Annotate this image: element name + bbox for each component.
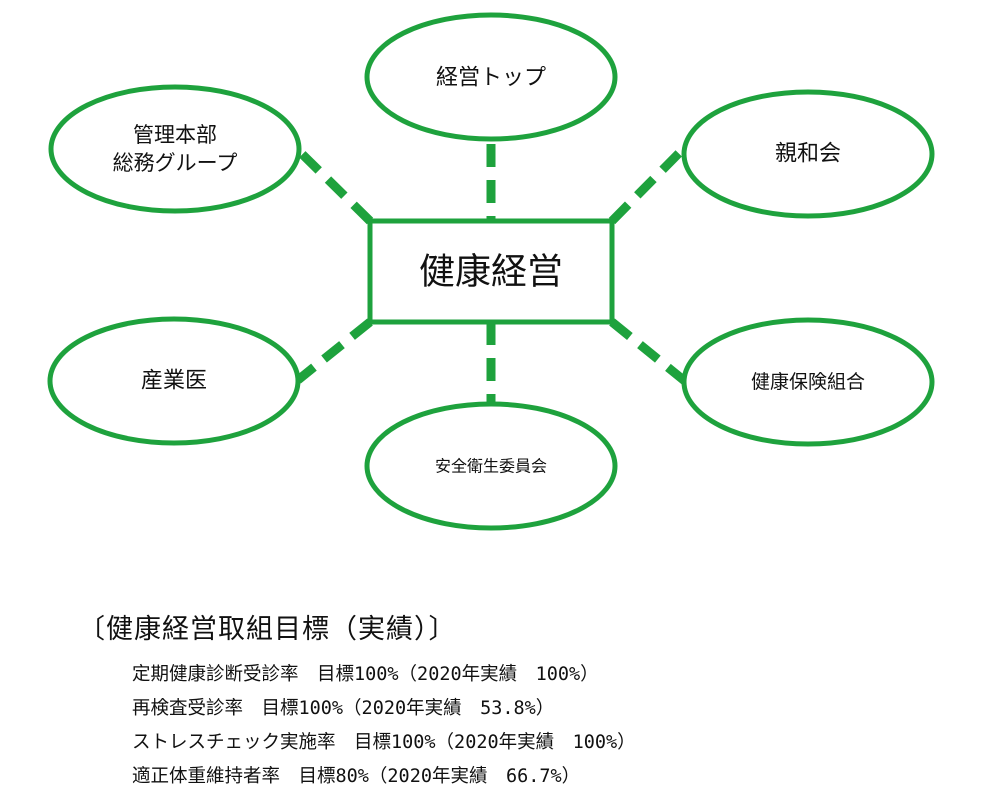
goal-item: 定期健康診断受診率 目標100%（2020年実績 100%） <box>132 664 599 685</box>
node-ellipse-top <box>364 12 618 142</box>
center-box <box>367 218 615 325</box>
node-label-topleft-line2: 総務グループ <box>113 151 238 175</box>
node-ellipse-topleft <box>48 84 302 214</box>
connector-bottomleft <box>295 318 373 384</box>
goals-title: 〔健康経営取組目標（実績）〕 <box>78 614 457 645</box>
health-management-diagram: 健康経営 経営トップ 親和会 健康保険組合 安全衛生委員会 産業医 管理本部 総… <box>47 12 935 531</box>
connector-topright <box>608 138 694 225</box>
node-ellipse-bottom <box>364 401 618 531</box>
node-label-bottom: 安全衛生委員会 <box>435 457 547 476</box>
center-label: 健康経営 <box>419 252 563 293</box>
node-ellipse-topright <box>681 89 935 219</box>
node-label-bottomright: 健康保険組合 <box>751 371 865 393</box>
node-label-topright: 親和会 <box>775 142 841 167</box>
connector-topleft <box>296 148 374 225</box>
goals-section: 〔健康経営取組目標（実績）〕 定期健康診断受診率 目標100%（2020年実績 … <box>78 612 958 794</box>
node-label-topleft-line1: 管理本部 <box>133 123 217 147</box>
node-label-top: 経営トップ <box>436 66 546 91</box>
node-ellipse-bottomleft <box>47 316 301 446</box>
goal-item: 適正体重維持者率 目標80%（2020年実績 66.7%） <box>132 766 581 787</box>
goal-item: ストレスチェック実施率 目標100%（2020年実績 100%） <box>132 732 636 753</box>
node-ellipse-bottomright <box>681 317 935 447</box>
node-label-bottomleft: 産業医 <box>141 369 207 394</box>
goal-item: 再検査受診率 目標100%（2020年実績 53.8%） <box>132 698 555 719</box>
connector-bottomright <box>609 318 689 386</box>
